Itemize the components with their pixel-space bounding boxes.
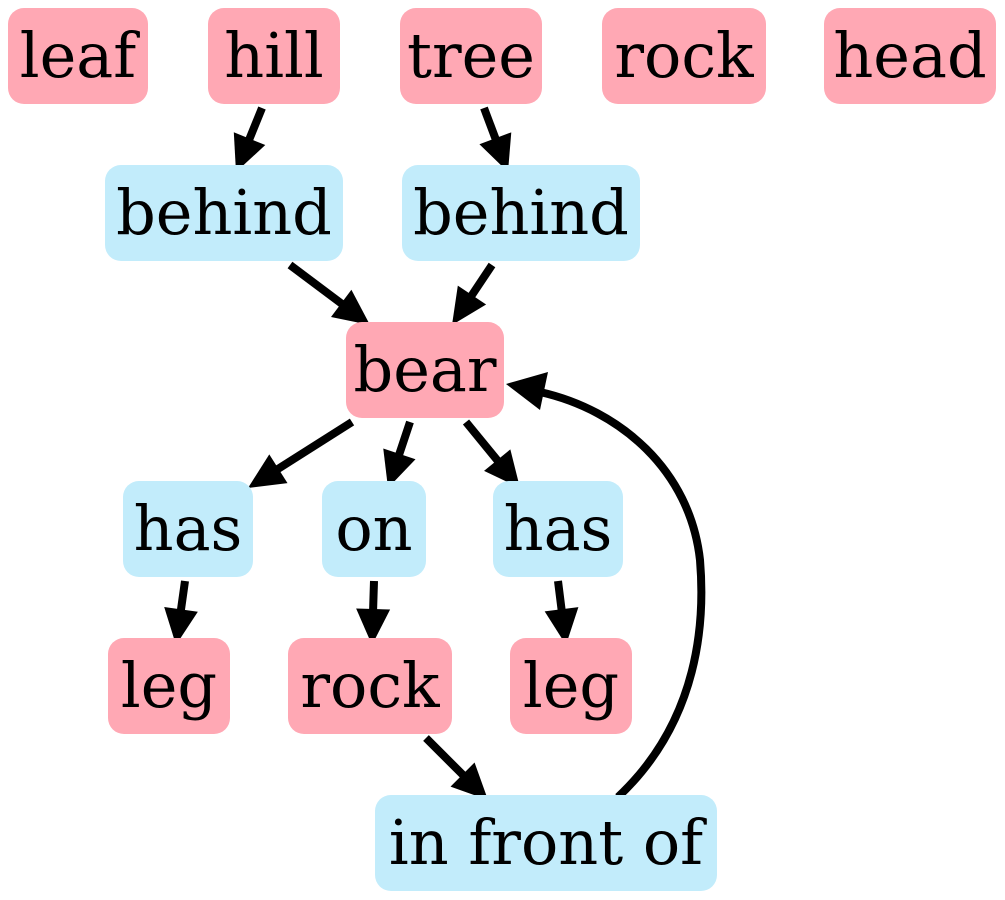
edge-on-rock: [356, 580, 391, 645]
node-bear: bear: [346, 322, 504, 418]
edge-behind-bear-right: [452, 262, 496, 325]
edge-has-leg-left: [164, 580, 198, 645]
node-in-front-of: in front of: [375, 795, 717, 891]
edge-behind-bear-left: [287, 261, 370, 325]
node-leg-right: leg: [510, 638, 632, 734]
edge-bear-on: [383, 420, 416, 488]
node-behind-tree: behind: [402, 165, 640, 261]
node-has-left: has: [123, 481, 253, 577]
node-rock-mid: rock: [288, 638, 452, 734]
edge-bear-has-left: [248, 418, 355, 488]
edge-infront-bear: [506, 372, 706, 800]
node-head: head: [824, 8, 996, 104]
node-tree: tree: [400, 8, 542, 104]
node-behind-hill: behind: [105, 165, 343, 261]
node-hill: hill: [208, 8, 340, 104]
node-on: on: [322, 481, 426, 577]
edge-hill-behind: [233, 106, 266, 172]
edge-bear-has-right: [462, 419, 520, 488]
edge-rock-infront: [423, 735, 488, 800]
node-rock-top: rock: [602, 8, 766, 104]
node-leg-left: leg: [108, 638, 230, 734]
edge-has-leg-right: [544, 580, 579, 645]
node-leaf: leaf: [8, 8, 148, 104]
edge-tree-behind: [479, 106, 512, 172]
node-has-right: has: [493, 481, 623, 577]
